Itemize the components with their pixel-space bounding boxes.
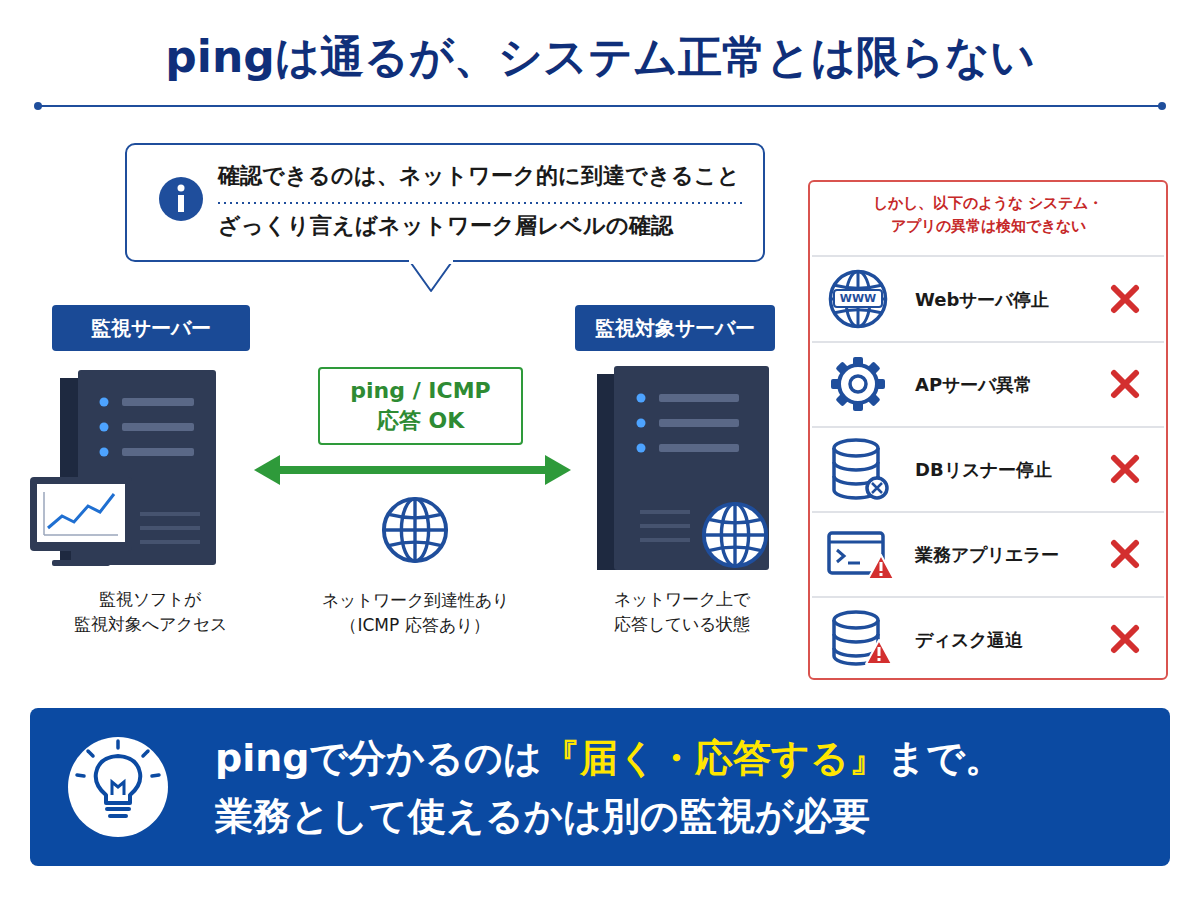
t3: 業務として使えるかは別の監視が必要	[215, 788, 1003, 846]
web-icon	[830, 271, 885, 326]
summary-text: pingで分かるのは『届く・応答する』まで。業務として使えるかは別の監視が必要	[215, 730, 1003, 846]
gtext: ping / ICMP 応答 OK	[346, 376, 496, 435]
failure-row: APサーバ異常	[810, 342, 1166, 427]
title-rule	[34, 102, 1166, 110]
monitor-display	[30, 477, 132, 566]
panel-heading: しかし、以下のような システム・アプリの異常は検知できない	[843, 192, 1133, 239]
server-node: 監視対象サーバーネットワーク上で 応答している状態	[575, 305, 790, 650]
t1: pingで分かるのは	[215, 736, 542, 780]
target-server	[597, 366, 769, 570]
t2: 『届く・応答する』	[542, 736, 887, 780]
disk-icon	[834, 612, 892, 664]
web-icon-text: WWW	[833, 293, 883, 304]
rtext: APサーバ異常	[915, 373, 1032, 397]
rtext: DBリスナー停止	[915, 458, 1052, 482]
row-separators	[812, 256, 1164, 597]
db-icon	[834, 440, 887, 498]
failure-row: 業務アプリエラー	[810, 512, 1166, 597]
gear-icon	[831, 357, 885, 411]
network-globe	[384, 499, 446, 561]
srvlab: 監視サーバー	[52, 305, 250, 351]
target-globe	[704, 504, 766, 566]
connector	[254, 455, 571, 485]
srvcap: 監視ソフトが 監視対象へアクセス	[50, 587, 250, 636]
warning-panel: しかし、以下のような システム・アプリの異常は検知できない Webサーバ停止 APサ…	[808, 180, 1168, 680]
callout-bubble: 確認できるのは、ネットワーク的に到達できることざっくり言えばネットワーク層レベル…	[125, 143, 765, 262]
rtext: 業務アプリエラー	[915, 543, 1059, 567]
network-caption: ネットワーク到達性あり （ICMP 応答あり）	[290, 588, 540, 637]
summary-band: pingで分かるのは『届く・応答する』まで。業務として使えるかは別の監視が必要	[30, 708, 1170, 866]
t1: まで。	[887, 736, 1003, 780]
rtext: Webサーバ停止	[915, 288, 1049, 312]
red-x	[1114, 288, 1136, 650]
status-box: ping / ICMP 応答 OK	[318, 367, 523, 445]
page-title: pingは通るが、システム正常とは限らない	[0, 28, 1200, 87]
b2: ざっくり言えばネットワーク層レベルの確認	[218, 211, 673, 241]
server-node: 監視サーバー監視ソフトが 監視対象へアクセス	[30, 305, 250, 650]
srvcap: ネットワーク上で 応答している状態	[582, 587, 782, 636]
failure-row: DBリスナー停止	[810, 427, 1166, 512]
lightbulb-icon	[58, 727, 178, 847]
failure-row: ディスク逼迫	[810, 597, 1166, 682]
panel-heading-box: しかし、以下のような システム・アプリの異常は検知できない	[810, 192, 1166, 239]
terminal-icon	[829, 533, 894, 579]
srvlab: 監視対象サーバー	[575, 305, 775, 351]
b1: 確認できるのは、ネットワーク的に到達できること	[218, 161, 740, 191]
rtext: ディスク逼迫	[915, 628, 1023, 652]
